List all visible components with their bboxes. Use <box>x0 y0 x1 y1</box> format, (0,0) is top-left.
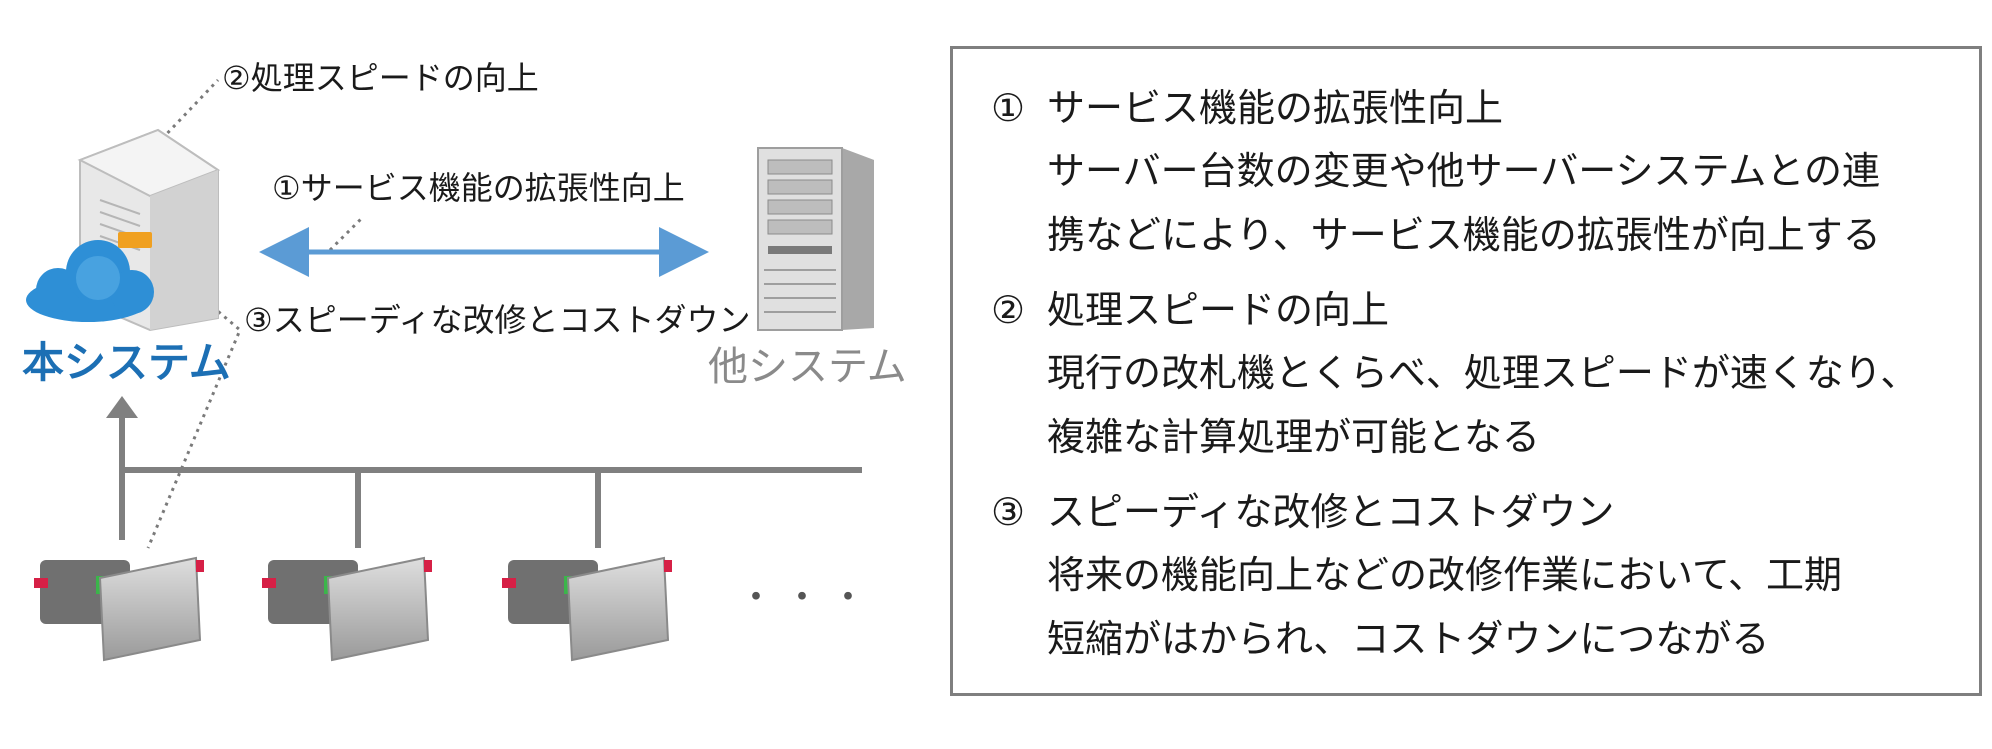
ticket-gate-icon <box>262 558 432 660</box>
effect-title-text: サービス機能の拡張性向上 <box>1047 86 1503 130</box>
effect-number: ② <box>991 279 1047 341</box>
ticket-gate-icon <box>34 558 204 660</box>
up-arrow-head <box>106 396 138 418</box>
effect-line: 携などにより、サービス機能の拡張性が向上する <box>1047 203 1943 267</box>
effect-line: 現行の改札機とくらべ、処理スピードが速くなり、 <box>1047 341 1943 405</box>
pointer-line-1 <box>330 218 362 250</box>
effect-description: 現行の改札機とくらべ、処理スピードが速くなり、 複雑な計算処理が可能となる <box>991 341 1943 469</box>
effect-line: 将来の機能向上などの改修作業において、工期 <box>1047 543 1943 607</box>
effect-line: 複雑な計算処理が可能となる <box>1047 405 1943 469</box>
ticket-gate-icon <box>502 558 672 660</box>
pointer-label-3: ③スピーディな改修とコストダウン <box>244 300 750 340</box>
effect-number: ① <box>991 77 1047 139</box>
arrow-label-1: ①サービス機能の拡張性向上 <box>272 168 685 208</box>
ellipsis: ・・・ <box>738 568 876 620</box>
effect-title-text: スピーディな改修とコストダウン <box>1047 490 1614 534</box>
effect-description: サーバー台数の変更や他サーバーシステムとの連 携などにより、サービス機能の拡張性… <box>991 139 1943 267</box>
network-lines <box>122 412 862 548</box>
rack-server-icon <box>758 148 874 330</box>
pointer-label-2: ②処理スピードの向上 <box>222 58 539 98</box>
pointer-line-3 <box>148 296 240 548</box>
other-system-label: 他システム <box>708 342 907 392</box>
effect-title-text: 処理スピードの向上 <box>1047 288 1389 332</box>
effect-line: サーバー台数の変更や他サーバーシステムとの連 <box>1047 139 1943 203</box>
effect-description: 将来の機能向上などの改修作業において、工期 短縮がはかられ、コストダウンにつなが… <box>991 543 1943 671</box>
effect-line: 短縮がはかられ、コストダウンにつながる <box>1047 607 1943 671</box>
main-system-label: 本システム <box>22 338 231 388</box>
effect-number: ③ <box>991 481 1047 543</box>
